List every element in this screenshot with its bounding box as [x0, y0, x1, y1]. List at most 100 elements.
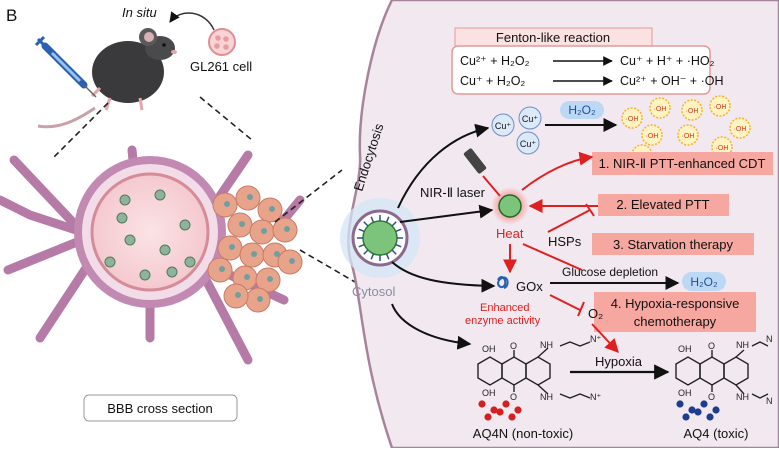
cytosol-label: Cytosol: [352, 284, 395, 299]
glucose-depletion-label: Glucose depletion: [562, 265, 658, 279]
arrow-to-gox: [391, 261, 496, 293]
ligand: [395, 243, 402, 248]
tumor-cell-particle: [219, 266, 225, 272]
tumor-cell-particle: [284, 226, 290, 232]
h2o2-top: H₂O₂: [568, 103, 596, 117]
aq4n-label: AQ4N (non-toxic): [473, 426, 573, 441]
tumor-cell-particle: [229, 244, 235, 250]
fenton-eq1-right: Cu⁺ + H⁺ + ·HO₂: [620, 54, 715, 68]
aq4n-o-top: O: [510, 341, 517, 351]
aq4n-dot: [496, 408, 504, 416]
tumor-cell-particle: [247, 194, 253, 200]
h2o2-pill-top: [560, 101, 604, 119]
oh-burst: [677, 124, 699, 146]
oh-burst: [729, 117, 751, 139]
aq4n-oh-bottom: OH: [482, 388, 496, 398]
arrow-to-cu: [397, 123, 490, 209]
tumor-cell-particle: [274, 251, 280, 257]
oh-label: ·OH: [734, 126, 747, 133]
inhibit-hsps-2: [522, 243, 583, 271]
aq4-dot: [694, 408, 702, 416]
ligand: [385, 253, 390, 260]
therapy-4-box: [594, 292, 756, 332]
tumor-cluster: [207, 185, 303, 313]
ligand: [370, 253, 375, 260]
mouse-illustration: [37, 28, 177, 129]
aq4-dot: [688, 406, 696, 414]
ligand: [363, 221, 369, 227]
aq4n-noxide-bottom: N⁺: [590, 392, 601, 402]
tumor-cell-particle: [251, 251, 257, 257]
hsps-label: HSPs: [548, 234, 582, 249]
h2o2-pill-bottom: [682, 272, 726, 291]
bbb-particle: [159, 244, 171, 256]
inhibit-hsps-bar: [585, 203, 595, 217]
in-situ-label: In situ: [122, 5, 157, 20]
oh-label: ·OH: [654, 106, 667, 113]
bbb-particle: [166, 266, 178, 278]
oh-label: ·OH: [714, 104, 727, 111]
aq4-nh-top: NH: [736, 340, 749, 350]
zoom-line-upper: [274, 169, 343, 223]
gl261-cell-label: GL261 cell: [190, 59, 252, 74]
ligand: [358, 228, 365, 233]
bbb-lumen: [90, 172, 210, 292]
aq4-o-bottom: O: [708, 392, 715, 402]
cu-ion-3: Cu⁺: [520, 139, 537, 149]
oh-burst: [681, 99, 703, 121]
aq4-o-top: O: [708, 341, 715, 351]
heated-nanoparticle: [498, 194, 522, 218]
oh-label: ·OH: [716, 145, 729, 152]
aq4n-dot: [484, 413, 492, 421]
ligand: [385, 216, 390, 223]
ligand: [391, 249, 397, 255]
oh-burst: [621, 107, 643, 129]
enhanced-line1: Enhanced: [480, 302, 530, 314]
therapy-4-line1: 4. Hypoxia-responsive: [611, 296, 740, 311]
bbb-particles: [104, 189, 196, 281]
arrow-heat-to-therapy1: [521, 151, 594, 191]
inhibit-hsps: [547, 209, 591, 233]
tumor-cell-particle: [257, 296, 263, 302]
aq4-oh-top: OH: [678, 344, 692, 354]
aq4-dot: [706, 413, 714, 421]
oh-label: ·OH: [686, 108, 699, 115]
aq4-oh-bottom: OH: [678, 388, 692, 398]
aq4-molecule-dots: [676, 400, 720, 421]
hypoxia-label: Hypoxia: [595, 354, 643, 369]
oh-label: ·OH: [646, 133, 659, 140]
aq4n-dot: [490, 406, 498, 414]
therapy-2-box: [598, 194, 729, 216]
bbb-particle: [184, 256, 196, 268]
tumor-cell-particle: [244, 274, 250, 280]
bbb-label: BBB cross section: [107, 401, 213, 416]
aq4n-oh-top: OH: [482, 344, 496, 354]
nanoparticle-core: [362, 220, 398, 256]
fenton-equation-box: [451, 45, 711, 95]
tumor-cell-particle: [235, 292, 241, 298]
oh-label: ·OH: [682, 133, 695, 140]
oh-burst: [709, 95, 731, 117]
heat-label: Heat: [496, 226, 524, 241]
aq4n-dot: [478, 400, 486, 408]
aq4-n-top: N: [766, 334, 773, 344]
bbb-vessels: [0, 145, 305, 365]
bbb-particle: [104, 256, 116, 268]
therapy-1: 1. NIR-Ⅱ PTT-enhanced CDT: [599, 156, 766, 171]
nir-laser-label: NIR-Ⅱ laser: [420, 185, 486, 200]
aq4n-dot: [502, 400, 510, 408]
bbb-label-box: [83, 394, 238, 422]
tumor-cell-particle: [224, 201, 230, 207]
h2o2-bottom: H₂O₂: [690, 275, 718, 289]
oh-burst: [641, 124, 663, 146]
in-situ-arrow: [169, 11, 215, 31]
aq4-dot: [682, 413, 690, 421]
aq4-dot: [700, 400, 708, 408]
ligand: [391, 221, 397, 227]
tumor-cell-particle: [239, 221, 245, 227]
aq4n-nh-top: NH: [540, 340, 553, 350]
bbb-particle: [119, 194, 131, 206]
aq4-label: AQ4 (toxic): [683, 426, 748, 441]
